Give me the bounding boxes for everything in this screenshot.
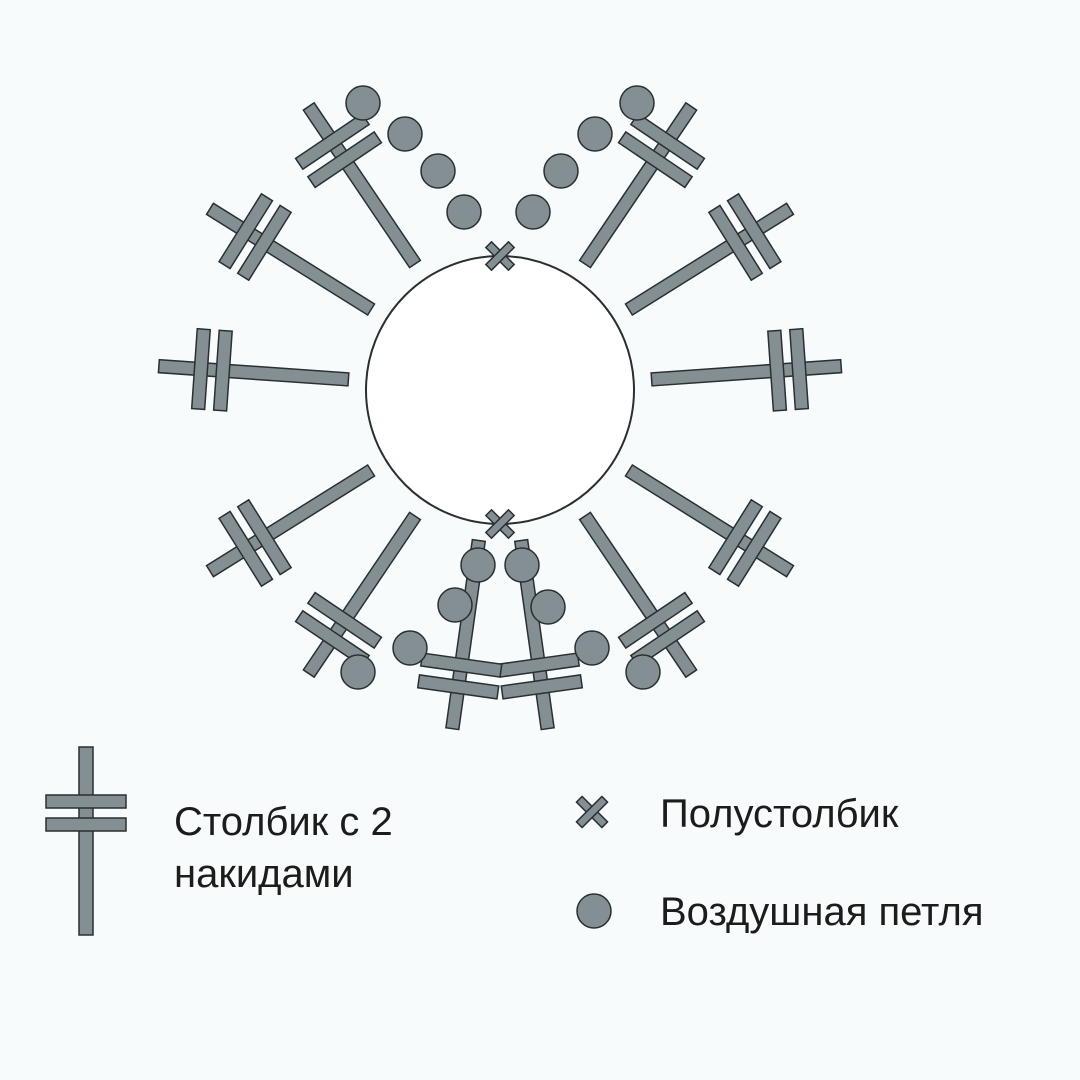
chain-stitch-2 — [420, 153, 456, 189]
chain-stitch-16 — [625, 654, 661, 690]
double-treble-stitch-icon — [45, 746, 127, 936]
slip-stitch-1 — [484, 240, 516, 272]
double-treble-stitch-3 — [650, 327, 843, 412]
legend-label-chain: Воздушная петля — [660, 890, 984, 934]
chain-stitch-13 — [504, 547, 540, 583]
chain-stitch-7 — [577, 116, 613, 152]
slip-stitch-icon — [575, 795, 609, 829]
slip-stitch-2 — [484, 508, 516, 540]
double-treble-stitch-5 — [578, 511, 706, 679]
chain-stitch-14 — [530, 589, 566, 625]
double-treble-stitch-10 — [205, 463, 376, 588]
double-treble-stitch-4 — [624, 463, 795, 588]
double-treble-stitch-6 — [497, 538, 584, 731]
chain-stitch-4 — [345, 85, 381, 121]
chain-stitch-15 — [574, 630, 610, 666]
double-treble-stitch-1 — [578, 101, 706, 269]
double-treble-stitch-8 — [205, 192, 376, 317]
legend-icons — [45, 746, 612, 936]
magic-ring — [365, 255, 635, 525]
double-treble-stitch-9 — [157, 327, 350, 412]
chain-stitch-9 — [460, 547, 496, 583]
chain-stitch-3 — [387, 116, 423, 152]
chain-stitch-8 — [619, 85, 655, 121]
chain-stitch-12 — [340, 654, 376, 690]
chain-stitch-icon — [576, 893, 612, 929]
legend-label-double-treble: Столбик с 2 накидами — [174, 800, 393, 896]
legend-label-slip-stitch: Полустолбик — [660, 792, 899, 836]
ring-marks-layer — [484, 240, 516, 540]
chain-stitch-5 — [515, 194, 551, 230]
double-treble-stitch-7 — [294, 101, 422, 269]
chain-stitch-6 — [543, 153, 579, 189]
chain-stitch-10 — [437, 587, 473, 623]
double-treble-stitch-2 — [624, 192, 795, 317]
chain-stitch-1 — [446, 194, 482, 230]
stitch-layer — [157, 85, 843, 731]
double-treble-stitch-11 — [294, 511, 422, 679]
chain-stitch-11 — [392, 630, 428, 666]
